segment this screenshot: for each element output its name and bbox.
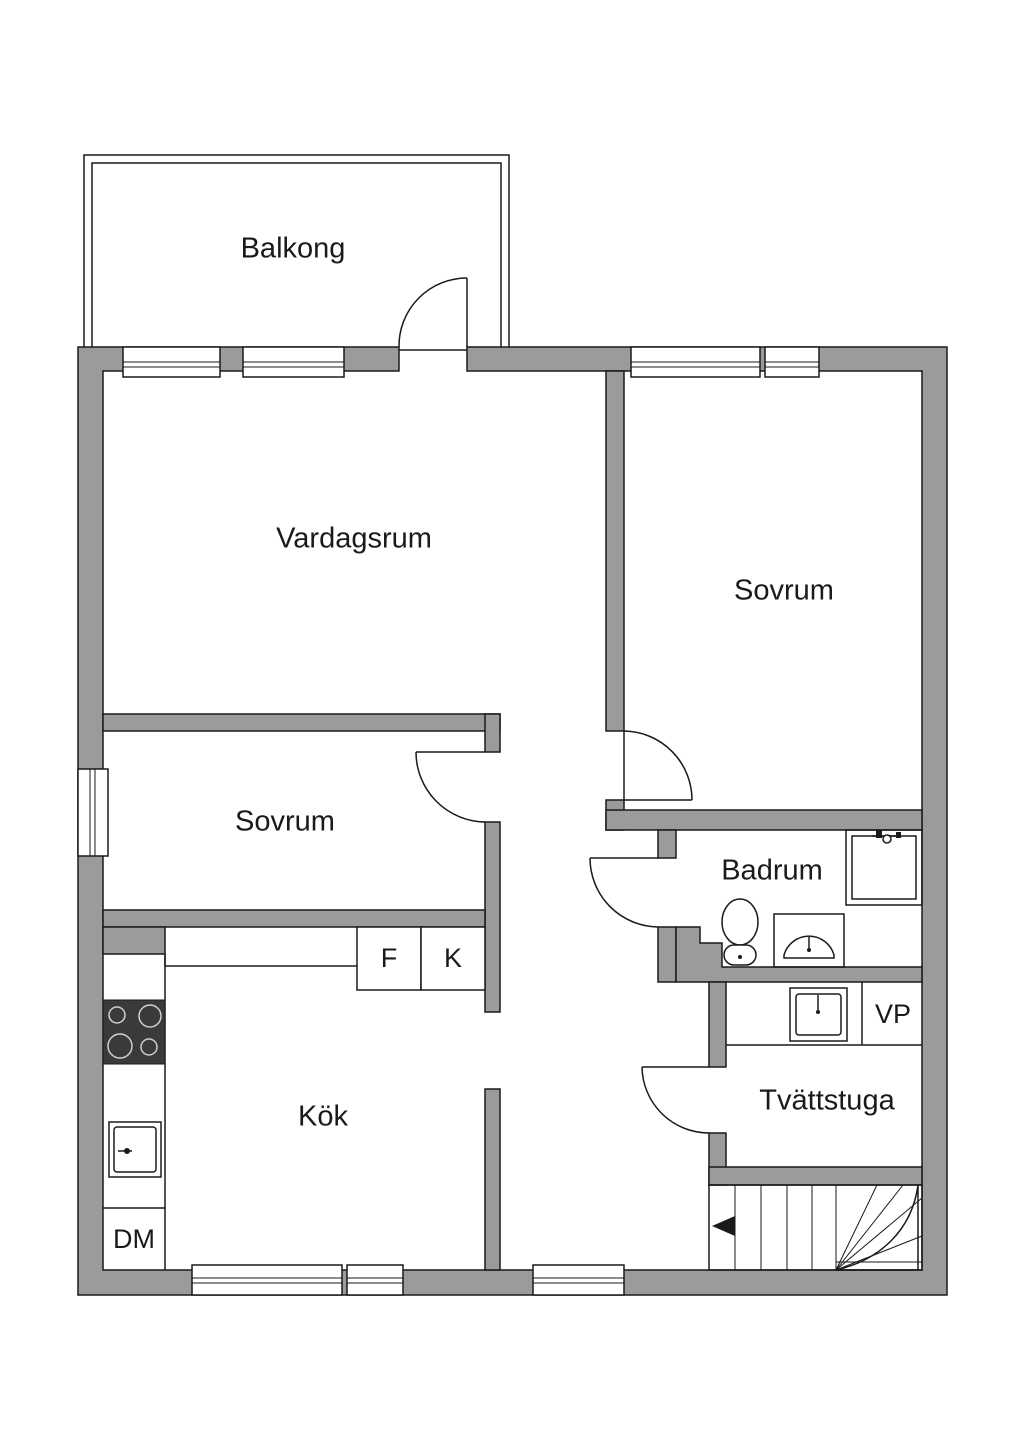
window bbox=[346, 1264, 404, 1296]
bathroom-door bbox=[589, 857, 659, 928]
window bbox=[630, 346, 761, 378]
fridge bbox=[420, 926, 486, 991]
laundry-door bbox=[641, 1066, 710, 1134]
window bbox=[122, 346, 221, 378]
room-label-tvattstuga: Tvättstuga bbox=[759, 1085, 895, 1117]
room-label-vardagsrum: Vardagsrum bbox=[276, 523, 432, 555]
window bbox=[532, 1264, 625, 1296]
window bbox=[77, 768, 109, 857]
stove bbox=[102, 999, 166, 1065]
window bbox=[764, 346, 820, 378]
room-label-sovrum-east: Sovrum bbox=[734, 575, 834, 607]
laundry-sink bbox=[789, 987, 848, 1042]
bathroom-sink bbox=[773, 913, 845, 968]
toilet bbox=[721, 898, 759, 966]
dishwasher-label: DM bbox=[113, 1224, 155, 1254]
water-heater-label: VP bbox=[875, 999, 911, 1029]
bathroom-fixtures bbox=[721, 829, 923, 968]
room-labels: Balkong Vardagsrum Sovrum Sovrum Badrum … bbox=[235, 233, 896, 1133]
freezer bbox=[356, 926, 422, 991]
kitchen-sink bbox=[108, 1121, 162, 1178]
exterior-walls bbox=[77, 346, 948, 1296]
interior-walls bbox=[102, 370, 923, 1271]
window bbox=[191, 1264, 343, 1296]
kitchen-fixtures bbox=[102, 926, 486, 1270]
windows bbox=[77, 346, 820, 1296]
bedroom-east-door bbox=[623, 730, 693, 801]
window bbox=[242, 346, 345, 378]
room-label-sovrum-west: Sovrum bbox=[235, 806, 335, 838]
bedroom-west-door bbox=[415, 751, 486, 823]
laundry-fixtures bbox=[726, 982, 922, 1046]
room-label-kok: Kök bbox=[298, 1101, 348, 1133]
stair-direction-arrow bbox=[712, 1216, 735, 1236]
room-label-badrum: Badrum bbox=[721, 855, 823, 887]
doors bbox=[398, 277, 710, 1134]
shower bbox=[845, 829, 923, 906]
freezer-label: F bbox=[381, 943, 398, 973]
staircase bbox=[708, 1184, 923, 1271]
fridge-label: K bbox=[444, 943, 462, 973]
balcony-door bbox=[398, 277, 468, 348]
room-label-balkong: Balkong bbox=[241, 233, 346, 265]
fixture-labels: F K DM VP bbox=[113, 943, 911, 1254]
